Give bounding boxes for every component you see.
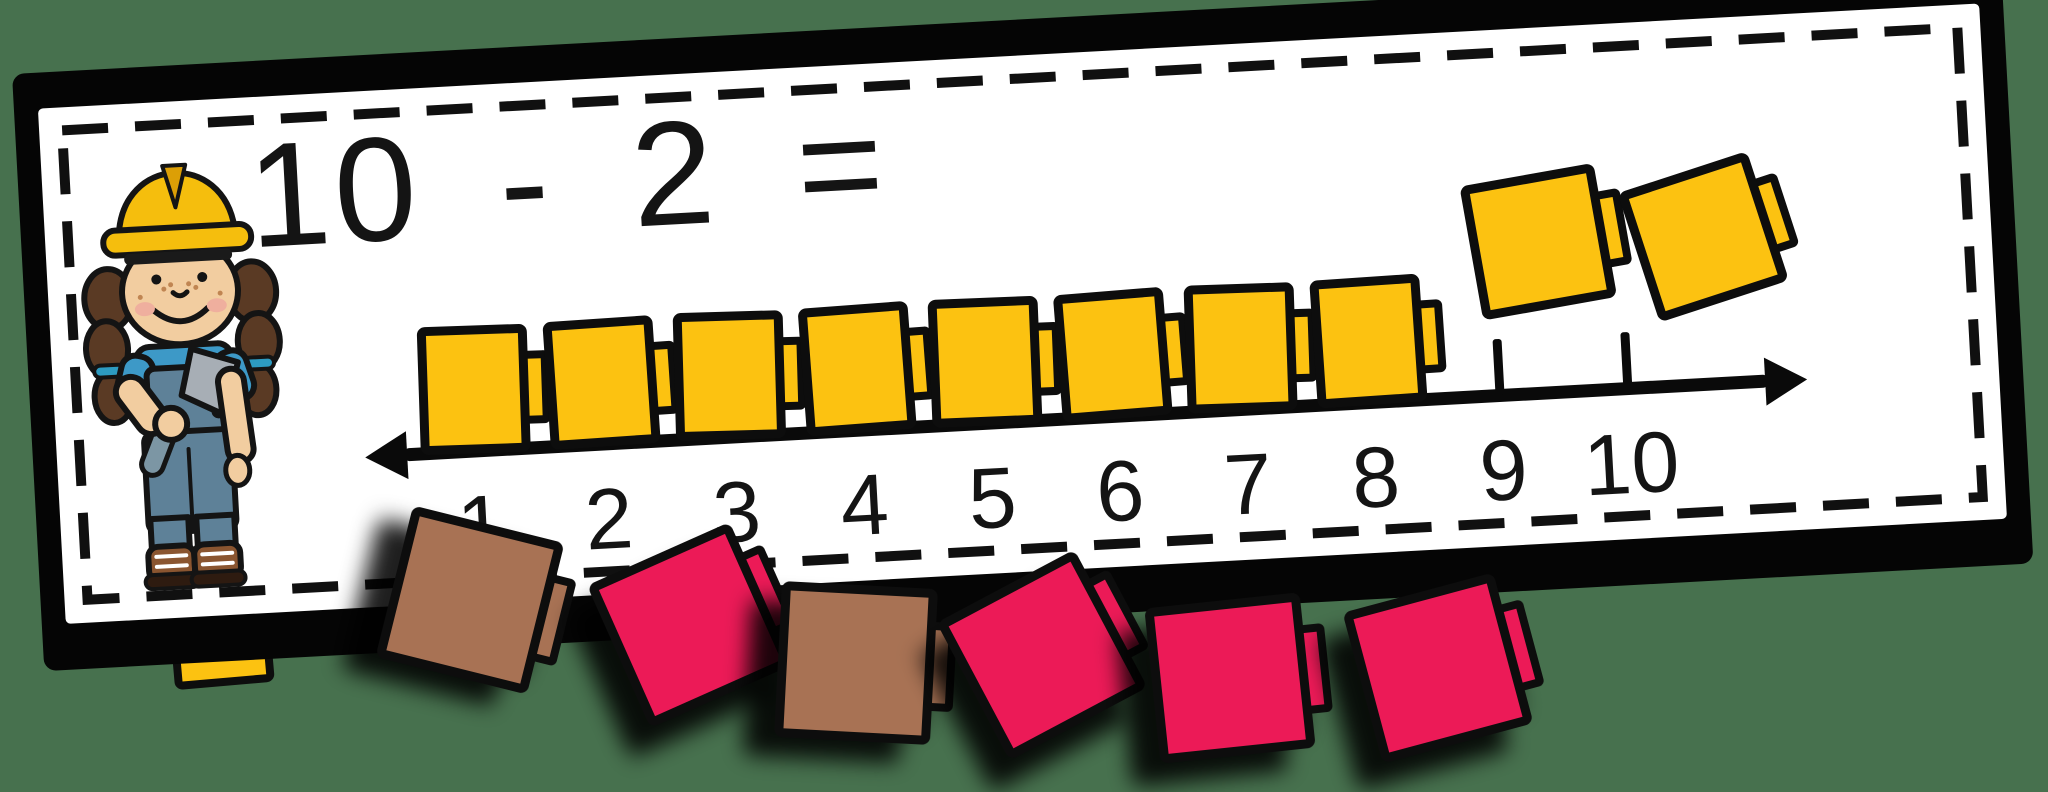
cube-train <box>38 4 1979 456</box>
cube-face <box>927 295 1043 428</box>
card-drop-shadow: 10 - 2 = 12345678910 <box>12 0 2034 672</box>
cube-face <box>542 314 661 451</box>
unifix-cube-scattered-pink-5[interactable] <box>1144 592 1334 764</box>
number-line-label-6: 6 <box>1093 442 1147 541</box>
cube-face <box>672 310 787 442</box>
unifix-cube-loose-1[interactable] <box>1459 162 1633 321</box>
unifix-cube-train-2[interactable] <box>542 314 680 451</box>
unifix-cube-train-6[interactable] <box>1052 286 1192 424</box>
unifix-cube-train-8[interactable] <box>1309 273 1447 409</box>
construction-girl-clipart <box>81 162 283 592</box>
cube-face <box>1459 162 1618 321</box>
number-line-label-8: 8 <box>1349 428 1403 528</box>
loose-cubes-on-card <box>38 4 1979 323</box>
unifix-cube-train-3[interactable] <box>672 310 807 442</box>
number-line-tick-9 <box>1492 338 1505 396</box>
number-line-label-7: 7 <box>1221 435 1275 534</box>
activity-card: 10 - 2 = 12345678910 <box>37 3 2007 624</box>
cube-face <box>797 300 917 437</box>
number-line-right-arrowhead <box>1763 354 1809 406</box>
cube-face <box>1144 592 1316 764</box>
cube-face <box>1052 286 1173 424</box>
number-line-label-9: 9 <box>1477 421 1531 521</box>
unifix-cube-loose-2[interactable] <box>1617 151 1800 323</box>
number-line-label-4: 4 <box>838 456 892 555</box>
number-line-label-10: 10 <box>1581 413 1682 515</box>
cube-face <box>1309 273 1428 409</box>
unifix-cube-scattered-brown-3[interactable] <box>774 581 958 745</box>
unifix-cube-train-4[interactable] <box>797 300 936 437</box>
number-line <box>38 4 1979 481</box>
cube-face <box>1183 282 1298 414</box>
cube-face <box>1342 572 1534 764</box>
unifix-cube-scattered-pink-6[interactable] <box>1342 572 1545 764</box>
number-line-left-arrowhead <box>363 430 409 481</box>
unifix-cube-train-5[interactable] <box>927 295 1063 428</box>
unifix-cube-train-7[interactable] <box>1183 282 1318 414</box>
cube-face <box>774 581 938 745</box>
cube-face <box>416 323 531 456</box>
number-line-tick-10 <box>1619 331 1632 389</box>
unifix-cube-train-1[interactable] <box>416 323 551 456</box>
number-line-label-5: 5 <box>965 449 1019 548</box>
subtraction-equation: 10 - 2 = <box>243 79 892 280</box>
number-line-labels: 12345678910 <box>38 4 1979 575</box>
